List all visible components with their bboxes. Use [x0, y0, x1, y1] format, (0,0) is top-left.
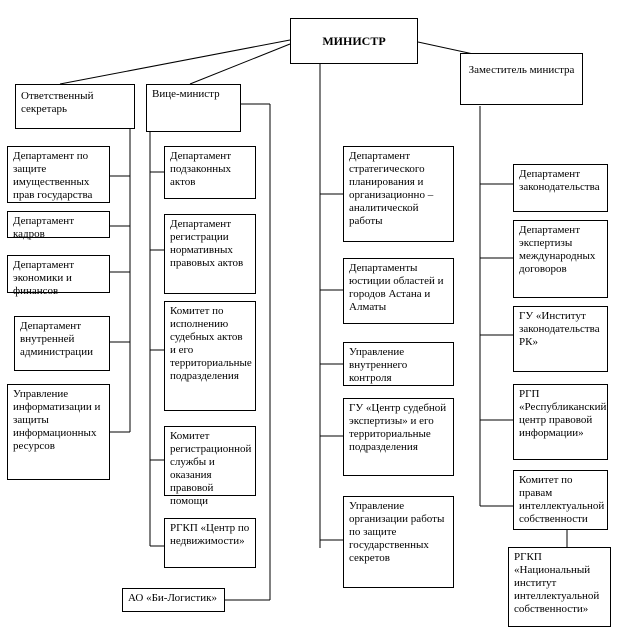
- deputy-item-label: РГП «Республиканский центр правовой инфо…: [519, 388, 607, 439]
- deputy-item-label: Комитет по правам интеллектуальной собст…: [519, 474, 605, 525]
- vice-item-label: РГКП «Центр по недвижимости»: [170, 522, 250, 547]
- left-item: Департамент кадров: [7, 211, 110, 240]
- deputy-item-label: ГУ «Институт законодательства РК»: [519, 310, 600, 348]
- deputy-item-label: РГКП «Национальный институт интеллектуал…: [514, 551, 600, 615]
- center-item: Департаменты юстиции областей и городов …: [343, 258, 454, 324]
- left-item: Департамент по защите имущественных прав…: [7, 146, 110, 203]
- vice-item-label: Департамент регистрации нормативных прав…: [170, 218, 244, 269]
- deputy-item: Департамент экспертизы международных дог…: [513, 220, 608, 298]
- left-item: Управление информатизации и защиты инфор…: [7, 384, 110, 480]
- left-item: Департамент внутренней администрации: [14, 316, 110, 371]
- deputy-item: Департамент законодательства: [513, 164, 608, 212]
- vice-item: РГКП «Центр по недвижимости»: [164, 518, 256, 568]
- deputy-item: Комитет по правам интеллектуальной собст…: [513, 470, 608, 530]
- center-item-label: Департамент стратегического планирования…: [349, 150, 434, 227]
- left-item-label: Департамент экономики и финансов: [13, 259, 75, 297]
- left-item-label: Управление информатизации и защиты инфор…: [13, 388, 101, 452]
- center-item-label: ГУ «Центр судебной экспертизы» и его тер…: [349, 402, 447, 453]
- connector-minister-vice: [189, 43, 291, 85]
- deputy-minister-label: Заместитель министра: [468, 64, 575, 76]
- center-item-label: Департаменты юстиции областей и городов …: [349, 262, 444, 313]
- vice-item: Комитет по исполнению судебных актов и е…: [164, 301, 256, 411]
- vice-item-label: Департамент подзаконных актов: [170, 150, 232, 188]
- secretary-box: Ответственный секретарь: [15, 84, 135, 129]
- left-item-label: Департамент кадров: [13, 215, 75, 240]
- vice-item: Департамент подзаконных актов: [164, 146, 256, 199]
- vice-item: Департамент регистрации нормативных прав…: [164, 214, 256, 294]
- minister-box: МИНИСТР: [290, 18, 418, 64]
- minister-label: МИНИСТР: [322, 33, 386, 48]
- deputy-item: ГУ «Институт законодательства РК»: [513, 306, 608, 372]
- vice-item-label: Комитет по исполнению судебных актов и е…: [170, 305, 252, 382]
- left-item-label: Департамент внутренней администрации: [20, 320, 93, 358]
- left-item: Департамент экономики и финансов: [7, 255, 110, 297]
- center-item-label: Управление организации работы по защите …: [349, 500, 445, 564]
- secretary-label: Ответственный секретарь: [21, 90, 94, 115]
- vice-bottom-label: АО «Би-Логистик»: [128, 592, 217, 604]
- vice-item: Комитет регистрационной службы и оказани…: [164, 426, 256, 507]
- connector-minister-secretary: [59, 39, 291, 85]
- center-item: ГУ «Центр судебной экспертизы» и его тер…: [343, 398, 454, 476]
- center-item: Управление внутреннего контроля: [343, 342, 454, 386]
- vice-bottom-item: АО «Би-Логистик»: [122, 588, 225, 612]
- center-item: Департамент стратегического планирования…: [343, 146, 454, 242]
- vice-minister-label: Вице-министр: [152, 88, 220, 100]
- center-item: Управление организации работы по защите …: [343, 496, 454, 588]
- deputy-minister-box: Заместитель министра: [460, 53, 583, 105]
- vice-minister-box: Вице-министр: [146, 84, 241, 132]
- center-item-label: Управление внутреннего контроля: [349, 346, 408, 384]
- left-item-label: Департамент по защите имущественных прав…: [13, 150, 93, 201]
- deputy-item-label: Департамент законодательства: [519, 168, 600, 193]
- deputy-item: РГКП «Национальный институт интеллектуал…: [508, 547, 611, 627]
- vice-item-label: Комитет регистрационной службы и оказани…: [170, 430, 252, 507]
- deputy-item: РГП «Республиканский центр правовой инфо…: [513, 384, 608, 460]
- deputy-item-label: Департамент экспертизы международных дог…: [519, 224, 596, 275]
